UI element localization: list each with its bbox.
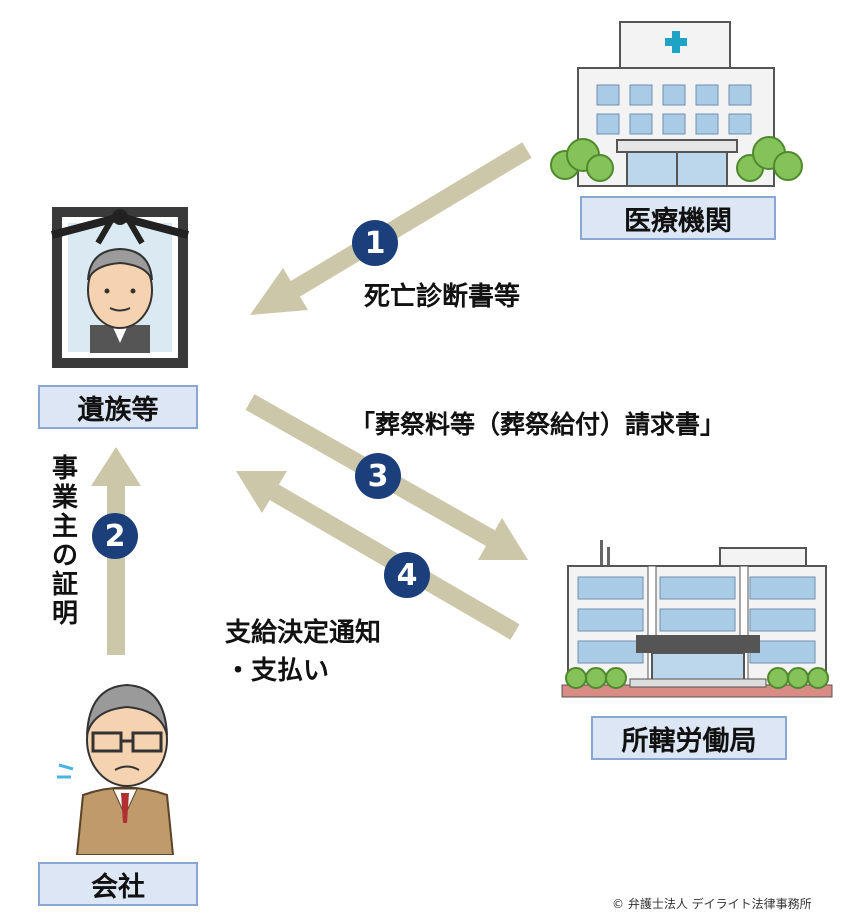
hospital-label: 医療機関 — [580, 196, 776, 240]
arrow-1 — [250, 142, 532, 315]
step-2-label: 事業主の証明 — [51, 454, 78, 629]
step-3-badge: 3 — [355, 453, 401, 499]
step-2-badge: 2 — [92, 513, 138, 559]
step-1-label: 死亡診断書等 — [364, 282, 521, 312]
step-4-label-line1: 支給決定通知 — [225, 618, 382, 648]
worried-worker-icon — [57, 683, 175, 855]
government-building-icon — [561, 540, 833, 698]
copyright-notice: © 弁護士法人 デイライト法律事務所 — [612, 897, 812, 911]
step-4-label-line2: ・支払い — [225, 656, 330, 686]
step-1-badge: 1 — [352, 220, 398, 266]
family-label: 遺族等 — [38, 385, 198, 429]
hospital-building-icon — [550, 21, 803, 187]
step-3-label: 「葬祭料等（葬祭給付）請求書」 — [350, 410, 726, 439]
labor-office-label: 所轄労働局 — [591, 716, 787, 760]
step-4-badge: 4 — [384, 552, 430, 598]
memorial-portrait-icon — [50, 207, 190, 368]
company-label: 会社 — [38, 862, 198, 906]
